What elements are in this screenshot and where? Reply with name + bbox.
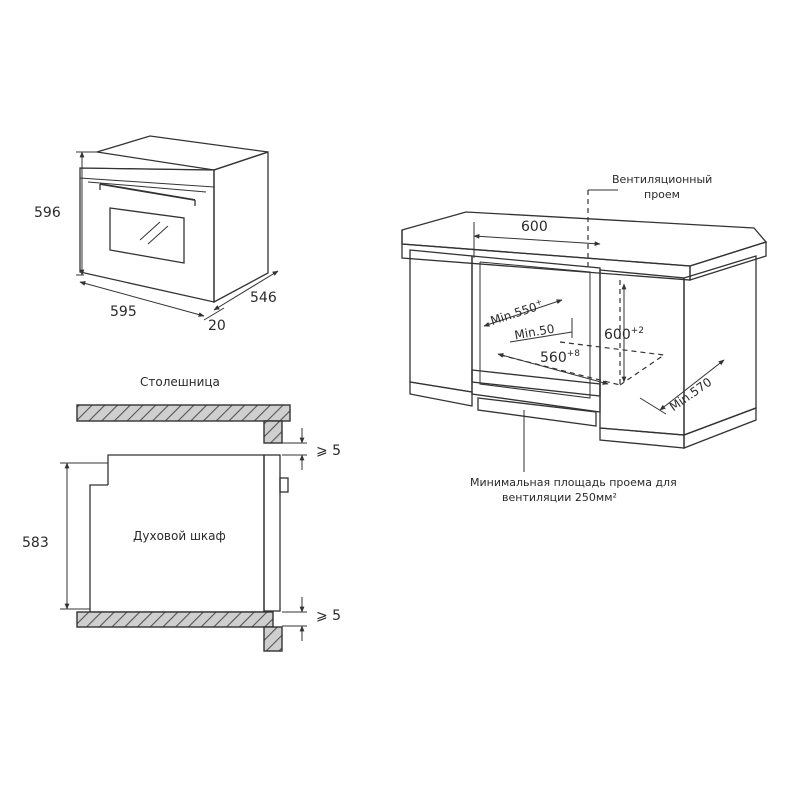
- oven-iso-view: 596 595 546 20: [34, 135, 279, 334]
- bottom-shelf: [76, 611, 274, 628]
- cabinet-iso-view: Вентиляционный проем 600 Min.550+ Min.50…: [401, 173, 768, 504]
- gap-bottom-label: ⩾ 5: [316, 608, 341, 624]
- cabinet-width-label: 600: [521, 219, 548, 235]
- installation-section-view: Столешница Духовой шкаф 583 ⩾ 5 ⩾ 5: [22, 375, 341, 652]
- min-depth-label: Min.550+: [488, 297, 545, 328]
- vent-area-line2: вентиляции 250мм²: [502, 491, 617, 504]
- countertop-label: Столешница: [140, 375, 220, 389]
- min-570-label: Min.570: [667, 375, 714, 414]
- oven-depth-label: 546: [250, 290, 277, 306]
- oven-label: Духовой шкаф: [133, 529, 226, 543]
- vent-label-line1: Вентиляционный: [612, 173, 712, 186]
- niche-height-label: 583: [22, 535, 49, 551]
- oven-handle: [99, 183, 196, 206]
- oven-height-label: 596: [34, 205, 61, 221]
- oven-window: [109, 207, 185, 264]
- gap-top-label: ⩾ 5: [316, 443, 341, 459]
- vent-label-line2: проем: [644, 188, 680, 201]
- niche-width-560-label: 560+8: [540, 349, 580, 366]
- niche-opening: [471, 255, 601, 413]
- min-gap-label: Min.50: [513, 322, 555, 343]
- vent-area-line1: Минимальная площадь проема для: [470, 476, 677, 489]
- niche-height-600-label: 600+2: [604, 326, 644, 343]
- oven-width-label: 595: [110, 304, 137, 320]
- oven-door-offset-label: 20: [208, 318, 226, 334]
- countertop: [76, 404, 291, 422]
- vent-slot: [477, 397, 597, 427]
